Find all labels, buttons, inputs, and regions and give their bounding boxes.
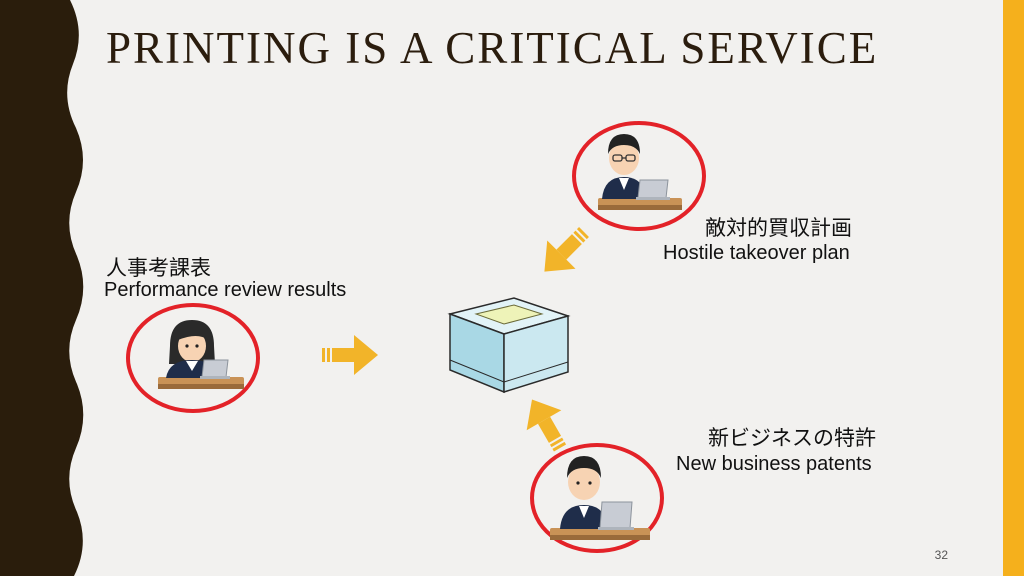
arrow-icon	[530, 217, 599, 286]
arrow-icon	[514, 389, 578, 458]
slide-title: PRINTING IS A CRITICAL SERVICE	[106, 23, 879, 73]
man-at-laptop-icon	[530, 443, 664, 553]
wavy-border	[0, 0, 84, 576]
woman-at-laptop-icon	[126, 303, 260, 413]
label-top-jp: 敵対的買収計画	[705, 216, 852, 240]
accent-bar	[1003, 0, 1024, 576]
arrow-icon	[322, 335, 378, 375]
label-left-jp: 人事考課表	[106, 256, 211, 280]
man-with-glasses-at-laptop-icon	[572, 121, 706, 231]
label-left-en: Performance review results	[104, 279, 347, 301]
label-bottom-en: New business patents	[676, 453, 872, 475]
label-top-en: Hostile takeover plan	[663, 242, 850, 264]
printer-icon	[447, 297, 571, 394]
page-number: 32	[934, 548, 948, 562]
label-bottom-jp: 新ビジネスの特許	[708, 426, 876, 450]
